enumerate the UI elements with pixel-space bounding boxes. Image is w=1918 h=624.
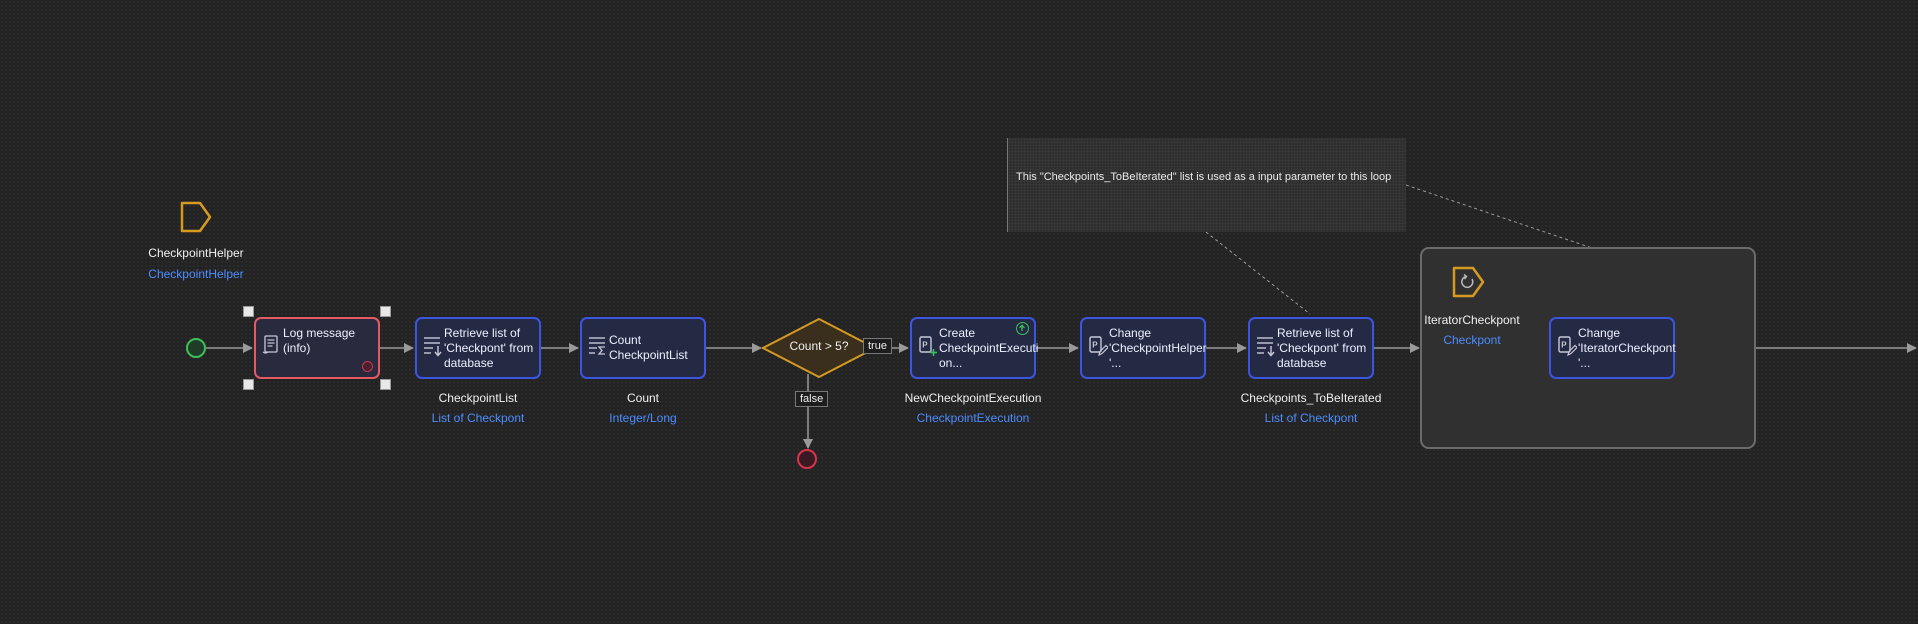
svg-text:P: P <box>922 341 928 350</box>
annotation-text: This "Checkpoints_ToBeIterated" list is … <box>1016 171 1392 183</box>
change-label: Change 'IteratorCheckpont '... <box>1578 326 1676 370</box>
aggregate-icon <box>589 337 605 355</box>
retrieve-label: Retrieve list of 'Checkpont' from databa… <box>444 326 534 370</box>
decision-label: Count > 5? <box>789 339 849 353</box>
count-label: Count CheckpointList <box>609 333 688 362</box>
parameter-type: CheckpointHelper <box>148 267 244 281</box>
end-event[interactable] <box>797 449 817 469</box>
loop-activity[interactable]: IteratorCheckpont Checkpont P Change 'It… <box>1420 247 1756 449</box>
change-label: Change 'CheckpointHelper '... <box>1109 326 1207 370</box>
iterator-name: IteratorCheckpont <box>1424 313 1520 327</box>
retrieve-label: Retrieve list of 'Checkpont' from databa… <box>1277 326 1367 370</box>
retrieve-output-name: CheckpointList <box>438 391 518 405</box>
count-output-name: Count <box>626 391 660 405</box>
svg-text:P: P <box>1092 341 1098 350</box>
decision-gateway[interactable] <box>761 317 877 379</box>
loop-icon[interactable] <box>1452 266 1486 298</box>
error-handler-icon <box>362 361 373 372</box>
create-output-type: CheckpointExecution <box>916 411 1030 425</box>
selection-handle-bottom-left[interactable] <box>243 379 254 390</box>
count-aggregate-activity[interactable]: Count CheckpointList <box>580 317 706 379</box>
retrieve-icon <box>1257 337 1275 357</box>
retrieve-icon <box>424 337 442 357</box>
log-message-label: Log message (info) <box>283 326 356 355</box>
retrieve-checkpoints-to-iterate-activity[interactable]: Retrieve list of 'Checkpont' from databa… <box>1248 317 1374 379</box>
selection-handle-bottom-right[interactable] <box>380 379 391 390</box>
condition-false-label: false <box>795 391 829 407</box>
log-message-activity[interactable]: Log message (info) <box>254 317 380 379</box>
parameter-icon[interactable] <box>180 201 212 233</box>
parameter-name: CheckpointHelper <box>148 246 244 260</box>
retrieve-output-type: List of Checkpont <box>1264 411 1358 425</box>
start-event[interactable] <box>186 338 206 358</box>
annotation-note[interactable]: This "Checkpoints_ToBeIterated" list is … <box>1007 138 1406 232</box>
count-output-type: Integer/Long <box>609 411 677 425</box>
create-label: Create CheckpointExecuti on... <box>939 326 1039 370</box>
retrieve-output-type: List of Checkpont <box>431 411 525 425</box>
retrieve-output-name: Checkpoints_ToBeIterated <box>1240 391 1382 405</box>
svg-text:P: P <box>1561 341 1567 350</box>
annotation-connectors <box>1205 184 1593 315</box>
log-icon <box>262 335 278 354</box>
retrieve-checkpoint-list-activity[interactable]: Retrieve list of 'Checkpont' from databa… <box>415 317 541 379</box>
selection-handle-top-right[interactable] <box>380 306 391 317</box>
create-object-icon: P <box>919 336 937 356</box>
commit-icon <box>1016 322 1029 335</box>
create-checkpoint-execution-activity[interactable]: P Create CheckpointExecuti on... <box>910 317 1039 379</box>
change-iterator-checkpont-activity[interactable]: P Change 'IteratorCheckpont '... <box>1549 317 1676 379</box>
create-output-name: NewCheckpointExecution <box>904 391 1042 405</box>
change-object-icon: P <box>1558 336 1577 357</box>
change-object-icon: P <box>1089 336 1108 357</box>
condition-true-label: true <box>863 338 892 354</box>
selection-handle-top-left[interactable] <box>243 306 254 317</box>
change-checkpoint-helper-activity[interactable]: P Change 'CheckpointHelper '... <box>1080 317 1207 379</box>
iterator-type: Checkpont <box>1443 333 1501 347</box>
